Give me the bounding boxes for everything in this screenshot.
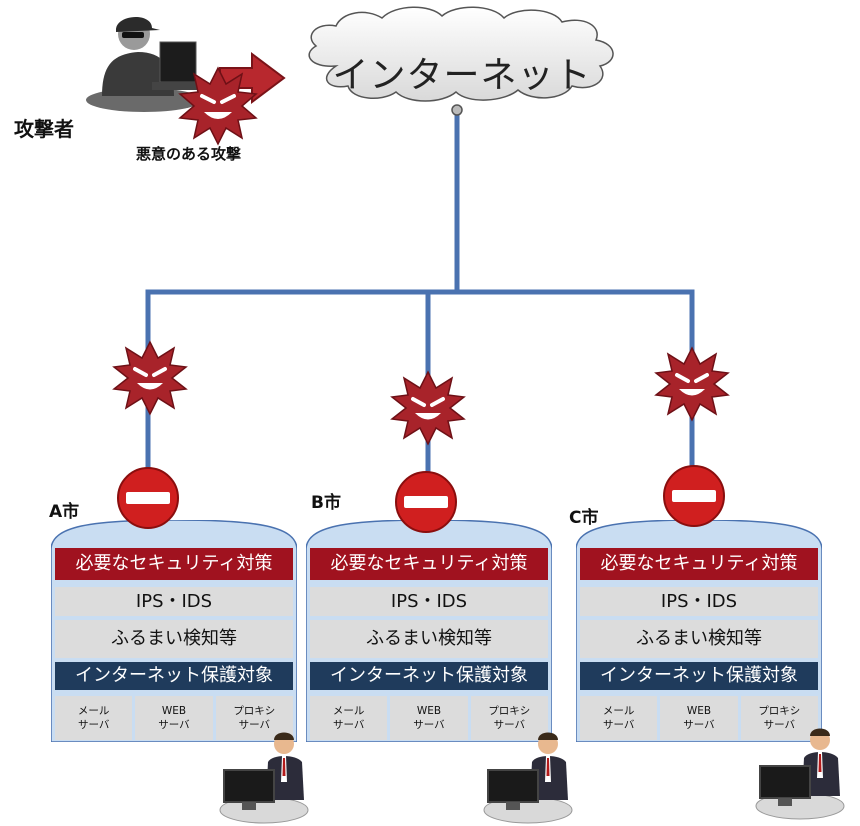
threat-icon <box>112 340 188 416</box>
malicious-attack-label: 悪意のある攻撃 <box>136 145 242 163</box>
server-list: メールサーバ WEB サーバ プロキシサーバ <box>310 696 548 740</box>
server-type: サーバ <box>332 719 365 731</box>
city-panel-a: 必要なセキュリティ対策 IPS・IDS ふるまい検知等 インターネット保護対象 … <box>51 520 297 742</box>
user-workstation-icon <box>219 732 309 824</box>
measure-ips-ids: IPS・IDS <box>310 587 548 616</box>
server-type: サーバ <box>413 719 445 731</box>
server-name: WEB <box>686 705 712 717</box>
security-measures-title: 必要なセキュリティ対策 <box>55 548 293 580</box>
city-panel-b: 必要なセキュリティ対策 IPS・IDS ふるまい検知等 インターネット保護対象 … <box>306 520 552 742</box>
mail-server: メールサーバ <box>310 696 388 740</box>
measure-ips-ids: IPS・IDS <box>55 587 293 616</box>
internet-label: インターネット <box>332 55 592 96</box>
measure-behavior-detection: ふるまい検知等 <box>580 620 818 658</box>
proxy-server: プロキシサーバ <box>740 696 818 740</box>
no-entry-icon <box>395 471 457 533</box>
city-label-a: A市 <box>49 502 80 522</box>
server-name: メール <box>602 705 635 717</box>
threat-icon <box>390 370 466 446</box>
mail-server: メールサーバ <box>55 696 133 740</box>
attacker-figure <box>86 16 202 112</box>
server-name: プロキシ <box>758 705 801 717</box>
proxy-server: プロキシサーバ <box>215 696 293 740</box>
city-label-c: C市 <box>569 508 599 528</box>
proxy-server: プロキシサーバ <box>470 696 548 740</box>
web-server: WEB サーバ <box>390 696 468 740</box>
measure-behavior-detection: ふるまい検知等 <box>55 620 293 658</box>
server-list: メールサーバ WEB サーバ プロキシサーバ <box>55 696 293 740</box>
server-name: プロキシ <box>233 705 276 717</box>
security-measures-title: 必要なセキュリティ対策 <box>580 548 818 580</box>
web-server: WEB サーバ <box>135 696 213 740</box>
no-entry-icon <box>117 467 179 529</box>
web-server: WEB サーバ <box>660 696 738 740</box>
internet-cloud <box>308 6 614 116</box>
city-label-b: B市 <box>311 493 341 513</box>
user-workstation-icon <box>755 728 845 820</box>
server-name: WEB <box>161 705 187 717</box>
server-type: サーバ <box>763 719 796 731</box>
security-measures-title: 必要なセキュリティ対策 <box>310 548 548 580</box>
protected-assets-title: インターネット保護対象 <box>55 662 293 690</box>
mail-server: メールサーバ <box>580 696 658 740</box>
attacker-label: 攻撃者 <box>14 117 74 141</box>
server-list: メールサーバ WEB サーバ プロキシサーバ <box>580 696 818 740</box>
server-type: サーバ <box>77 719 110 731</box>
measure-ips-ids: IPS・IDS <box>580 587 818 616</box>
no-entry-icon <box>663 465 725 527</box>
threat-icon <box>654 346 730 422</box>
server-type: サーバ <box>683 719 715 731</box>
server-name: プロキシ <box>488 705 531 717</box>
protected-assets-title: インターネット保護対象 <box>580 662 818 690</box>
city-panel-c: 必要なセキュリティ対策 IPS・IDS ふるまい検知等 インターネット保護対象 … <box>576 520 822 742</box>
server-name: WEB <box>416 705 442 717</box>
server-type: サーバ <box>602 719 635 731</box>
measure-behavior-detection: ふるまい検知等 <box>310 620 548 658</box>
protected-assets-title: インターネット保護対象 <box>310 662 548 690</box>
server-name: メール <box>77 705 110 717</box>
user-workstation-icon <box>483 732 573 824</box>
malicious-attack-icon <box>178 66 258 146</box>
server-name: メール <box>332 705 365 717</box>
server-type: サーバ <box>493 719 526 731</box>
server-type: サーバ <box>158 719 190 731</box>
server-type: サーバ <box>238 719 271 731</box>
